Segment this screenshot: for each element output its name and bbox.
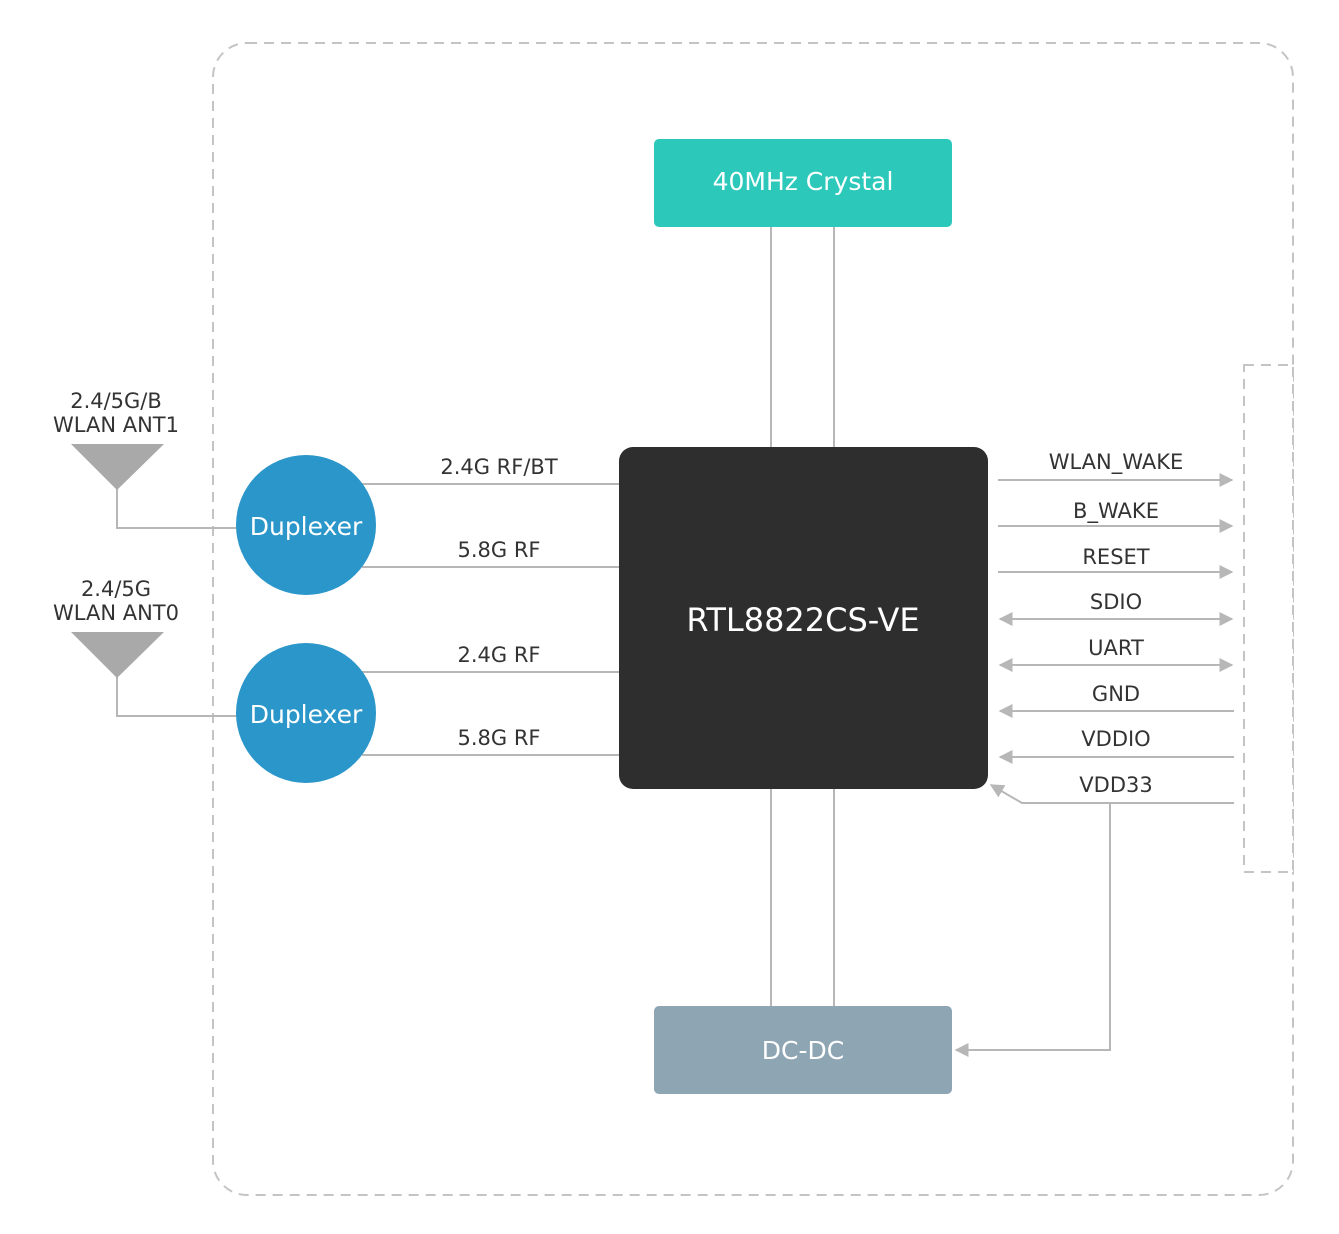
ant0-wire (116, 677, 238, 717)
signal-label: GND (1092, 682, 1140, 706)
duplexer-bottom (236, 643, 376, 783)
dcdc-block (654, 1006, 952, 1094)
ant0-label-line2: WLAN ANT0 (53, 601, 179, 625)
antenna-icon (71, 444, 164, 490)
connector-outline (1243, 364, 1294, 873)
duplexer-top-label: Duplexer (250, 512, 363, 541)
signal-label: SDIO (1090, 590, 1142, 614)
antenna-icon (71, 632, 164, 678)
duplexer-bottom-label: Duplexer (250, 700, 363, 729)
duplexer-top (236, 455, 376, 595)
ant0-label-line1: 2.4/5G (81, 577, 151, 601)
ant1-label-line2: WLAN ANT1 (53, 413, 179, 437)
rf-link-label: 5.8G RF (457, 726, 540, 750)
signal-label: RESET (1082, 545, 1149, 569)
signal-label: VDDIO (1081, 727, 1150, 751)
chip-block (619, 447, 988, 789)
signal-label: WLAN_WAKE (1049, 450, 1184, 475)
signal-label: UART (1088, 636, 1144, 660)
ant1-wire (116, 488, 238, 529)
rf-link-label: 2.4G RF (457, 643, 540, 667)
crystal-block (654, 139, 952, 227)
dcdc-label: DC-DC (762, 1036, 844, 1065)
crystal-label: 40MHz Crystal (713, 167, 894, 196)
vdd33-to-dcdc-line (954, 803, 1111, 1057)
signal-label: B_WAKE (1073, 499, 1159, 524)
rf-link-label: 2.4G RF/BT (440, 455, 557, 479)
chip-label: RTL8822CS-VE (686, 601, 919, 639)
rf-link-label: 5.8G RF (457, 538, 540, 562)
signal-vdd33-line (989, 784, 1234, 804)
signal-label: VDD33 (1079, 773, 1152, 797)
ant1-label-line1: 2.4/5G/B (70, 389, 162, 413)
